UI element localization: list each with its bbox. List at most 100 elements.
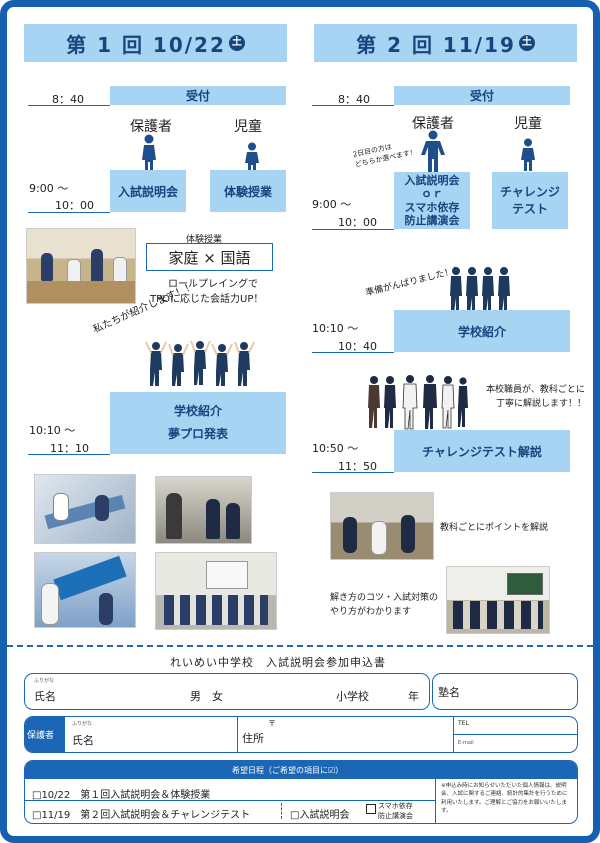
s2-child-box-2: テスト	[511, 201, 548, 216]
tel-label[interactable]: TEL	[458, 720, 469, 727]
s2-box-c-label: チャレンジテスト解説	[422, 444, 542, 459]
child-figure-icon	[245, 142, 259, 173]
students-standing-icon	[450, 267, 510, 313]
guardian-furigana: ふりがな	[72, 721, 93, 727]
session2-title-text: 第 2 回 11/19	[356, 32, 516, 57]
photo-blue-machine	[34, 552, 136, 628]
email-label[interactable]: E-mail	[458, 740, 474, 746]
s2-time-b-end: 10：40	[338, 340, 377, 353]
female-option[interactable]: 女	[212, 690, 223, 703]
saturday-badge: 土	[228, 35, 245, 51]
photo-pipette-experiment	[34, 474, 136, 544]
s1-time-a-start: 9:00 ～	[29, 182, 69, 195]
s1-box-b: 学校紹介 夢プロ発表	[110, 392, 286, 454]
wish-box	[24, 760, 578, 824]
photo-note-2: 解き方のコツ・入試対策の	[330, 593, 439, 603]
s1-time-a-end: 10：00	[55, 199, 94, 212]
photo-note-3: やり方がわかります	[330, 607, 412, 617]
s2-timeline	[312, 352, 394, 353]
s1-time-b-end: 11：10	[50, 442, 89, 455]
lesson-desc-1: ロールプレイングで	[168, 279, 258, 290]
address-label[interactable]: 住所	[242, 732, 264, 745]
wish-header: 希望日程（ご希望の項目に☑）	[232, 766, 344, 775]
staff-note-2: 丁寧に解説します！！	[496, 399, 587, 409]
staff-note-1: 本校職員が、教科ごとに	[486, 385, 585, 395]
photo-classroom-explain	[330, 492, 434, 560]
option-lecture-box[interactable]	[366, 804, 376, 814]
saturday-badge: 土	[518, 35, 535, 51]
s1-box-b-line2: 夢プロ発表	[167, 427, 228, 441]
s1-role-child: 児童	[234, 119, 262, 135]
photo-note-1: 教科ごとにポイントを解説	[440, 523, 549, 533]
lesson-title-box: 家庭 × 国語	[146, 243, 273, 271]
s1-parent-box-label: 入試説明会	[117, 184, 178, 199]
furigana-label: ふりがな	[34, 678, 55, 684]
cut-line	[7, 645, 593, 647]
s2-box-b: 学校紹介	[394, 310, 570, 352]
lesson-desc-2: TPOに応じた会話力UP！	[150, 294, 264, 305]
option-session1[interactable]: □10/22 第１回入試説明会＆体験授業	[32, 790, 211, 801]
s2-role-child: 児童	[514, 116, 542, 132]
s1-reception-time: 8：40	[52, 93, 84, 106]
s2-timeline	[312, 229, 394, 230]
s1-timeline	[28, 212, 110, 213]
s1-timeline	[28, 454, 110, 455]
staff-group-icon	[368, 375, 468, 430]
s2-time-a-end: 10：00	[338, 216, 377, 229]
option-session2[interactable]: □11/19 第２回入試説明会＆チャレンジテスト	[32, 810, 251, 821]
s2-timeline	[312, 105, 394, 106]
s2-time-c-end: 11：50	[338, 460, 377, 473]
student-row	[24, 673, 430, 710]
option-briefing[interactable]: □入試説明会	[290, 810, 350, 821]
postal-mark: 〒	[268, 719, 276, 728]
s2-parent-box-3: スマホ依存	[404, 200, 460, 214]
s1-child-box: 体験授業	[210, 170, 286, 212]
students-jumping-icon	[145, 340, 255, 386]
photo-teacher-explaining	[155, 476, 252, 544]
s2-reception-time: 8：40	[338, 93, 370, 106]
child-figure-icon	[521, 138, 535, 171]
parent-figure-icon	[421, 130, 445, 173]
s1-timeline	[28, 105, 110, 106]
cram-school-label: 塾名	[438, 686, 460, 699]
s2-reception-label: 受付	[469, 89, 494, 103]
session1-title-text: 第 1 回 10/22	[66, 32, 226, 57]
guardian-name-label[interactable]: 氏名	[72, 734, 94, 747]
s1-time-b-start: 10:10 ～	[29, 424, 76, 437]
option-lecture-1: スマホ依存	[378, 802, 413, 810]
lesson-title: 家庭 × 国語	[168, 248, 251, 267]
option-lecture-2: 防止講演会	[378, 812, 413, 820]
cram-school-box[interactable]	[432, 673, 578, 710]
s2-parent-box: 入試説明会 ｏｒ スマホ依存 防止講演会	[394, 172, 470, 229]
elementary-label: 小学校	[336, 690, 369, 703]
s1-child-box-label: 体験授業	[223, 184, 272, 199]
parent-figure-icon	[142, 134, 156, 175]
s2-time-c-start: 10:50 ～	[312, 442, 359, 455]
s2-reception-box: 受付	[394, 86, 570, 105]
guardian-label: 保護者	[27, 731, 55, 741]
s1-box-b-line1: 学校紹介	[173, 404, 222, 419]
s2-time-b-start: 10:10 ～	[312, 322, 359, 335]
s1-reception-label: 受付	[185, 89, 210, 103]
form-title: れいめい中学校 入試説明会参加申込書	[170, 656, 386, 669]
s2-child-box: チャレンジ テスト	[492, 172, 568, 229]
s2-child-box-1: チャレンジ	[500, 184, 560, 199]
classroom-photo	[26, 228, 136, 304]
student-name-label[interactable]: 氏名	[34, 690, 56, 703]
s1-parent-box: 入試説明会	[110, 170, 186, 212]
guardian-row	[24, 716, 578, 753]
photo-presentation-hall	[155, 552, 277, 630]
s2-time-a-start: 9:00 ～	[312, 198, 352, 211]
privacy-note: ※申込み時にお知らせいただいた個人情報は、説明会、入試に関するご連絡、統計的集計…	[441, 783, 568, 814]
s2-parent-box-1: 入試説明会	[404, 174, 460, 188]
s2-parent-box-4: 防止講演会	[404, 213, 460, 227]
photo-lecture-room	[446, 566, 550, 634]
s2-box-c: チャレンジテスト解説	[394, 430, 570, 472]
grade-label: 年	[408, 690, 419, 703]
male-option[interactable]: 男	[190, 690, 201, 703]
session2-title: 第 2 回 11/19 土	[314, 24, 577, 62]
session1-title: 第 1 回 10/22 土	[24, 24, 287, 62]
s1-role-parent: 保護者	[130, 119, 172, 135]
s2-parent-box-2: ｏｒ	[421, 187, 443, 201]
